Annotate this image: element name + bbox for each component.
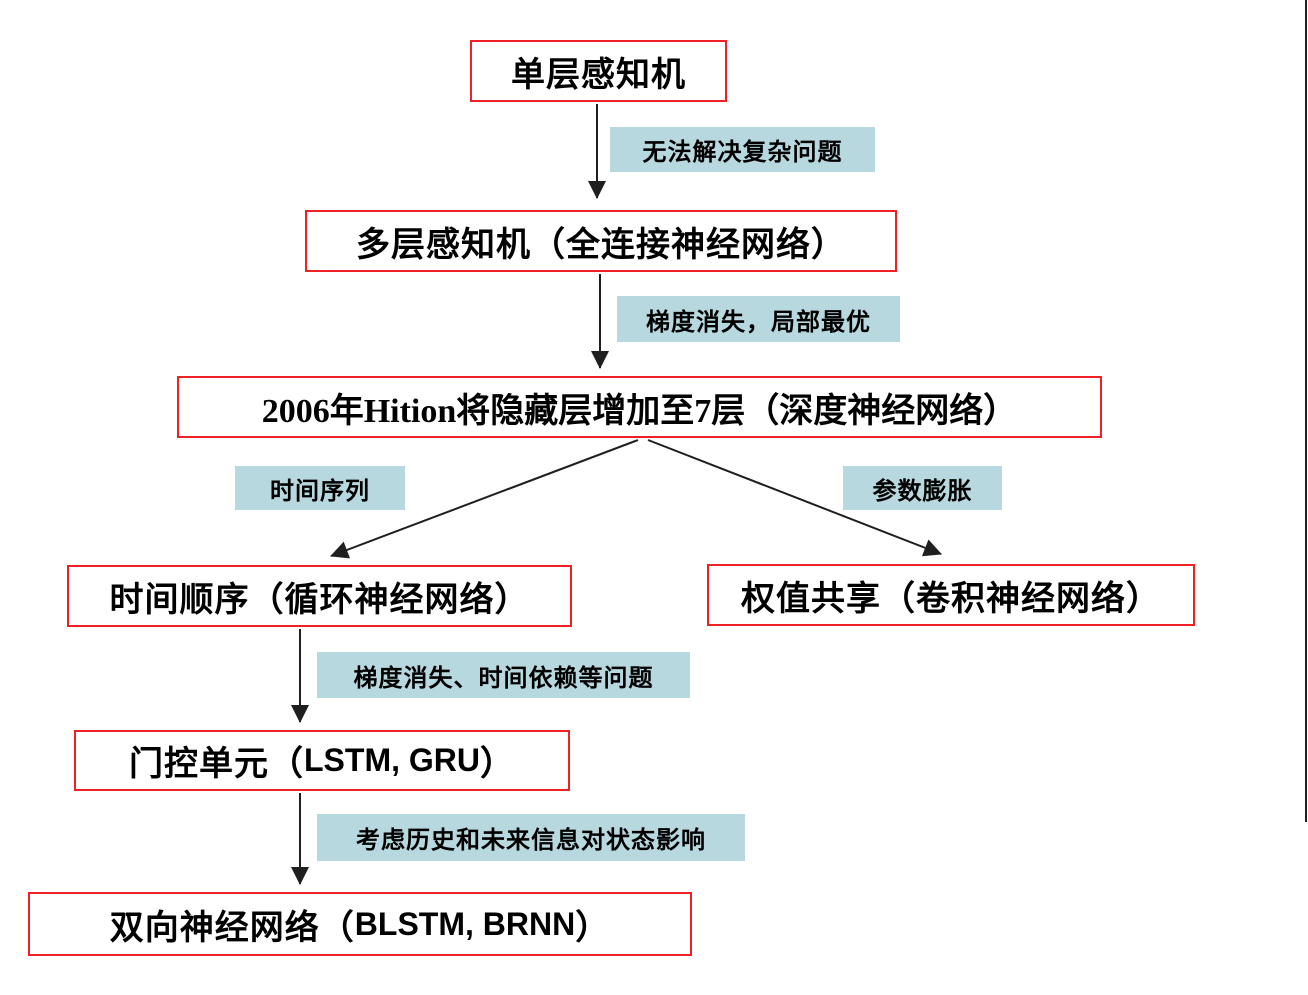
- edge-label-gradient-time-dependency-problems: 梯度消失、时间依赖等问题: [317, 652, 690, 698]
- edge-label-vanishing-gradient-local-optimum: 梯度消失，局部最优: [617, 296, 900, 342]
- edge-label-text: 参数膨胀: [872, 478, 973, 505]
- node-single-layer-perceptron: 单层感知机: [470, 40, 727, 102]
- edge-label-cannot-solve-complex-problems: 无法解决复杂问题: [610, 127, 875, 172]
- node-gated-units-acronym: LSTM, GRU: [304, 742, 480, 778]
- node-gated-units: 门控单元（LSTM, GRU）: [74, 730, 570, 791]
- edge-label-text: 梯度消失、时间依赖等问题: [353, 665, 654, 692]
- node-bidirectional-label-pre: 双向神经网络（: [109, 909, 355, 947]
- edge-label-text: 时间序列: [270, 478, 370, 505]
- edge-label-time-series: 时间序列: [235, 466, 405, 510]
- node-bidirectional-neural-network: 双向神经网络（BLSTM, BRNN）: [28, 892, 692, 956]
- edge-label-text: 考虑历史和未来信息对状态影响: [356, 828, 706, 854]
- node-recurrent-neural-network: 时间顺序（循环神经网络）: [67, 565, 572, 627]
- node-convolutional-neural-network: 权值共享（卷积神经网络）: [707, 564, 1195, 626]
- node-gated-units-label-post: ）: [479, 746, 515, 783]
- node-recurrent-neural-network-label: 时间顺序（循环神经网络）: [109, 581, 530, 619]
- node-convolutional-neural-network-label: 权值共享（卷积神经网络）: [741, 580, 1161, 618]
- node-bidirectional-acronym: BLSTM, BRNN: [354, 905, 576, 942]
- node-deep-neural-network: 2006年Hition将隐藏层增加至7层（深度神经网络）: [177, 376, 1102, 438]
- node-multilayer-perceptron: 多层感知机（全连接神经网络）: [305, 210, 897, 272]
- node-single-layer-perceptron-label: 单层感知机: [511, 56, 686, 94]
- node-gated-units-label-pre: 门控单元（: [129, 746, 304, 783]
- node-deep-neural-network-label: 2006年Hition将隐藏层增加至7层（深度神经网络）: [261, 392, 1018, 430]
- node-multilayer-perceptron-label: 多层感知机（全连接神经网络）: [356, 226, 846, 264]
- edge-label-text: 梯度消失，局部最优: [646, 309, 871, 336]
- edge-label-history-future-state-influence: 考虑历史和未来信息对状态影响: [317, 814, 745, 861]
- edge-label-text: 无法解决复杂问题: [642, 140, 843, 166]
- edge-label-parameter-explosion: 参数膨胀: [843, 466, 1002, 510]
- node-bidirectional-label-post: ）: [575, 909, 611, 947]
